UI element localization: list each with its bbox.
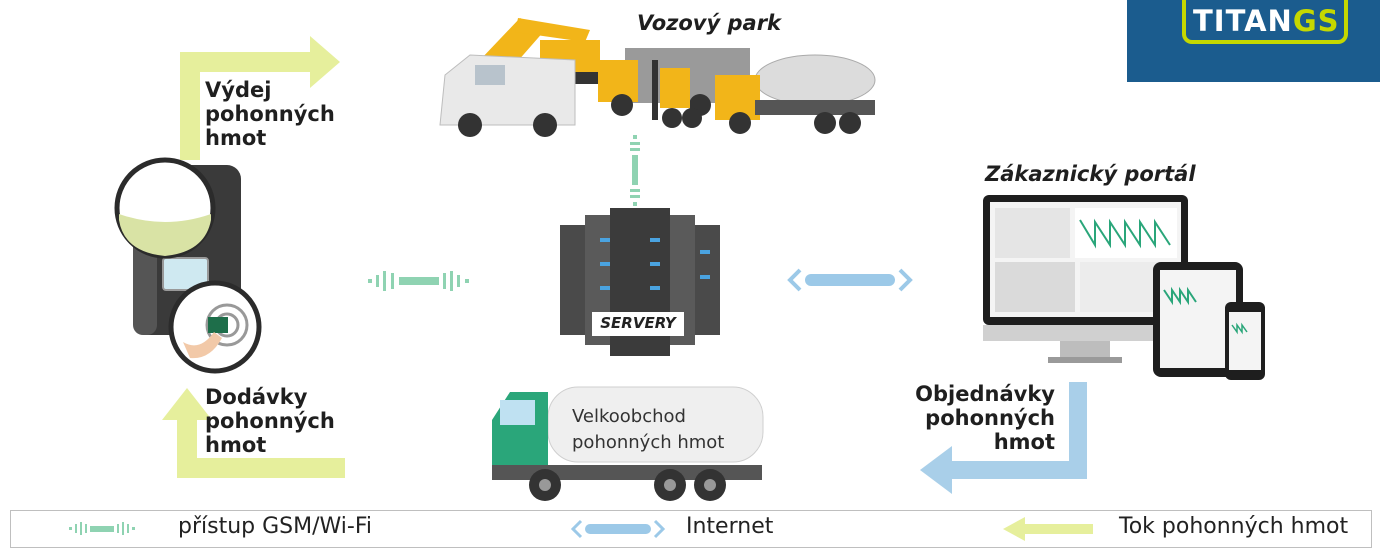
legend-fuel-flow-icon [1003, 517, 1093, 541]
diagram-illustration [114, 18, 1265, 501]
legend-gsm-label: přístup GSM/Wi-Fi [178, 514, 373, 539]
fuel-issue-line1: Výdej [205, 78, 272, 102]
servers-label: SERVERY [600, 314, 676, 332]
legend: přístup GSM/Wi-Fi Internet Tok pohonných… [10, 510, 1372, 548]
fuel-deliveries-line3: hmot [205, 433, 267, 457]
gsm-horizontal-connector [368, 271, 469, 291]
gsm-vertical-connector [630, 135, 640, 206]
fuel-issue-line2: pohonných [205, 102, 335, 126]
wholesale-label: Velkoobchod pohonných hmot [572, 404, 724, 456]
logo-text: TITANGS [1193, 4, 1340, 38]
legend-internet-label: Internet [686, 514, 774, 539]
fuel-tank [114, 157, 262, 374]
orders-arrowhead [920, 446, 952, 494]
fuel-orders-line1: Objednávky [915, 382, 1055, 406]
fuel-issue-arrow [180, 52, 318, 160]
legend-internet-icon [571, 519, 666, 539]
fuel-deliveries-line2: pohonných [205, 409, 335, 433]
fuel-orders-line3: hmot [993, 430, 1055, 454]
portal-devices [983, 195, 1265, 380]
logo-text-part2: GS [1292, 4, 1340, 38]
fuel-issue-arrowhead [310, 36, 340, 88]
fleet-title: Vozový park [637, 11, 782, 35]
wholesale-truck [492, 386, 764, 501]
fuel-issue-line3: hmot [205, 126, 267, 150]
fuel-orders-label: Objednávky pohonných hmot [915, 382, 1055, 454]
wholesale-line1: Velkoobchod [572, 406, 686, 427]
portal-title: Zákaznický portál [985, 162, 1196, 186]
legend-gsm-icon [69, 522, 135, 535]
logo-frame [1182, 0, 1348, 44]
vehicle-fleet [439, 18, 876, 137]
servers-rack [560, 208, 720, 356]
internet-connector [787, 268, 913, 292]
fuel-deliveries-label: Dodávky pohonných hmot [205, 385, 335, 457]
titangs-logo: TITANGS [1127, 0, 1380, 82]
fuel-delivery-arrow [177, 418, 345, 478]
orders-arrow [950, 382, 1087, 479]
fuel-orders-line2: pohonných [925, 406, 1055, 430]
fuel-delivery-arrowhead [162, 388, 212, 420]
fuel-deliveries-line1: Dodávky [205, 385, 308, 409]
fuel-issue-label: Výdej pohonných hmot [205, 78, 335, 150]
wholesale-line2: pohonných hmot [572, 432, 725, 453]
logo-text-part1: TITAN [1193, 4, 1293, 38]
legend-fuel-flow-label: Tok pohonných hmot [1119, 514, 1349, 539]
